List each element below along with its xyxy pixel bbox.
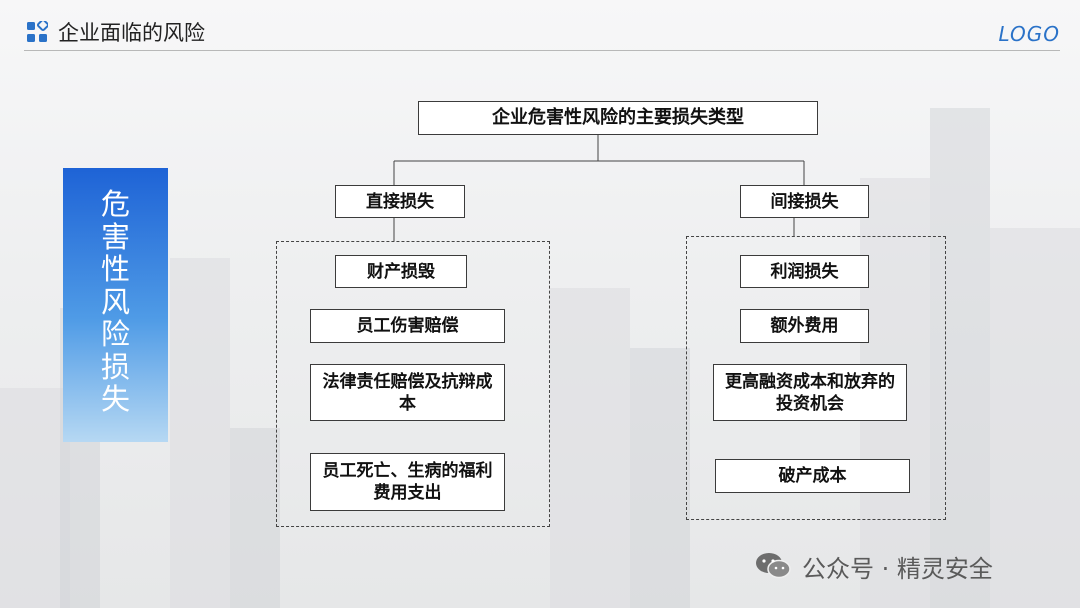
indirect-item-extra-expense: 额外费用 bbox=[740, 309, 869, 343]
wechat-icon bbox=[756, 553, 791, 579]
indirect-item-bankruptcy-cost: 破产成本 bbox=[715, 459, 910, 493]
grid-logo-icon bbox=[27, 21, 48, 42]
indirect-loss-group bbox=[686, 236, 946, 520]
indirect-item-profit-loss: 利润损失 bbox=[740, 255, 869, 288]
logo-text: LOGO bbox=[998, 22, 1060, 46]
watermark: 公众号 · 精灵安全 bbox=[754, 546, 993, 586]
direct-item-injury-compensation: 员工伤害赔偿 bbox=[310, 309, 505, 343]
direct-item-property-damage: 财产损毁 bbox=[335, 255, 467, 288]
side-banner: 危 害 性 风 险 损 失 bbox=[63, 168, 168, 442]
direct-item-legal-liability: 法律责任赔偿及抗辩成本 bbox=[310, 364, 505, 421]
watermark-text: 公众号 · 精灵安全 bbox=[802, 554, 993, 583]
direct-loss-group bbox=[276, 241, 550, 527]
side-banner-text: 危 害 性 风 险 损 失 bbox=[100, 187, 130, 416]
indirect-loss-node: 间接损失 bbox=[740, 185, 869, 218]
page-title: 企业面临的风险 bbox=[58, 21, 205, 45]
indirect-item-financing-cost: 更高融资成本和放弃的投资机会 bbox=[713, 364, 907, 421]
direct-item-welfare-expense: 员工死亡、生病的福利费用支出 bbox=[310, 453, 505, 511]
direct-loss-node: 直接损失 bbox=[335, 185, 465, 218]
root-node: 企业危害性风险的主要损失类型 bbox=[418, 101, 818, 135]
page-header: 企业面临的风险 LOGO bbox=[24, 16, 1060, 51]
